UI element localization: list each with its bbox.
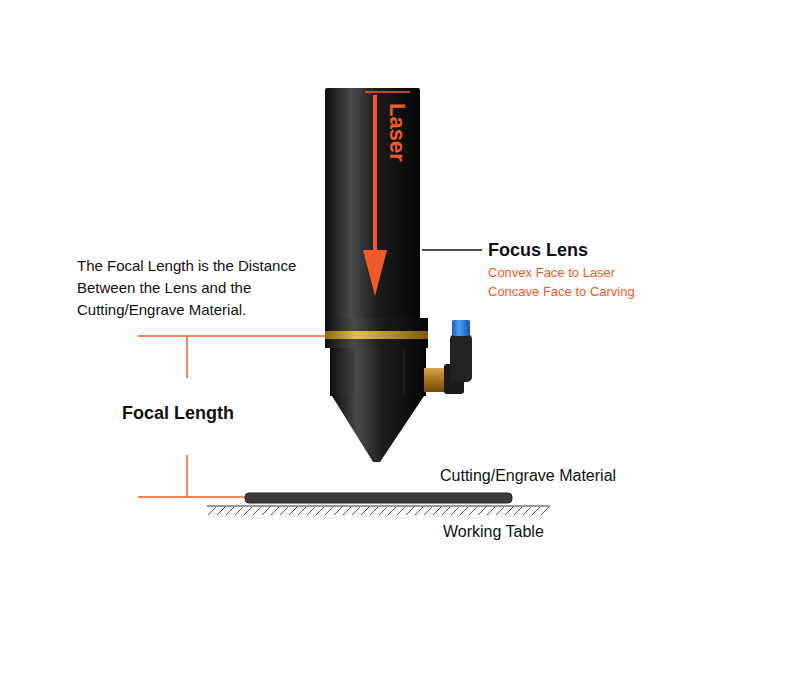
hatch-stroke xyxy=(298,507,306,515)
hatch-stroke xyxy=(451,507,459,515)
hatch-stroke xyxy=(397,507,405,515)
hatch-stroke xyxy=(316,507,324,515)
note: Concave Face to Carving xyxy=(488,284,635,300)
body-facet xyxy=(352,350,353,394)
laser-arrowhead xyxy=(363,250,387,296)
dimension-line xyxy=(138,496,245,498)
hatch-stroke xyxy=(532,507,540,515)
hatch-stroke xyxy=(433,507,441,515)
hatch-stroke xyxy=(460,507,468,515)
explanation-note: The Focal Length is the Distance Between… xyxy=(77,255,317,321)
laser-label: Laser xyxy=(384,103,410,162)
dimension-line xyxy=(186,455,188,497)
hatch-stroke xyxy=(280,507,288,515)
hatch-stroke xyxy=(523,507,531,515)
laser-tube xyxy=(325,88,420,320)
hatch-stroke xyxy=(415,507,423,515)
hatch-stroke xyxy=(514,507,522,515)
hatch-stroke xyxy=(226,507,234,515)
hatch-stroke xyxy=(478,507,486,515)
hatch-stroke xyxy=(262,507,270,515)
table-hatch xyxy=(208,507,549,515)
hatch-stroke xyxy=(253,507,261,515)
hatch-stroke xyxy=(469,507,477,515)
laser-arrow xyxy=(373,95,377,255)
part-name: Focus Lens xyxy=(488,240,588,262)
hatch-stroke xyxy=(271,507,279,515)
hatch-stroke xyxy=(379,507,387,515)
hatch-stroke xyxy=(361,507,369,515)
hatch-stroke xyxy=(424,507,432,515)
hatch-stroke xyxy=(325,507,333,515)
air-elbow xyxy=(450,334,472,382)
focus-lens-ring xyxy=(325,331,428,339)
nozzle-cone xyxy=(332,396,424,462)
part-name: Working Table xyxy=(443,522,544,541)
hatch-stroke xyxy=(487,507,495,515)
hatch-stroke xyxy=(505,507,513,515)
note: Convex Face to Laser xyxy=(488,265,615,281)
hatch-stroke xyxy=(235,507,243,515)
dimension-label: Focal Length xyxy=(122,403,234,425)
leader-line xyxy=(422,249,482,251)
hatch-stroke xyxy=(334,507,342,515)
material-plate xyxy=(245,493,512,503)
hatch-stroke xyxy=(217,507,225,515)
dimension-line xyxy=(186,336,188,378)
body-facet xyxy=(404,350,405,394)
table-line xyxy=(207,505,550,506)
hatch-stroke xyxy=(244,507,252,515)
part-name: Cutting/Engrave Material xyxy=(440,466,616,485)
laser-marker xyxy=(365,91,410,93)
hatch-stroke xyxy=(406,507,414,515)
nozzle-body xyxy=(330,348,426,396)
dimension-line xyxy=(138,335,325,337)
hatch-stroke xyxy=(289,507,297,515)
hatch-stroke xyxy=(352,507,360,515)
hatch-stroke xyxy=(307,507,315,515)
hatch-stroke xyxy=(343,507,351,515)
hatch-stroke xyxy=(541,507,549,515)
hatch-stroke xyxy=(370,507,378,515)
hatch-stroke xyxy=(496,507,504,515)
air-connector xyxy=(452,320,470,336)
lens-collar xyxy=(325,318,428,348)
hatch-stroke xyxy=(442,507,450,515)
hatch-stroke xyxy=(208,507,216,515)
hatch-stroke xyxy=(388,507,396,515)
